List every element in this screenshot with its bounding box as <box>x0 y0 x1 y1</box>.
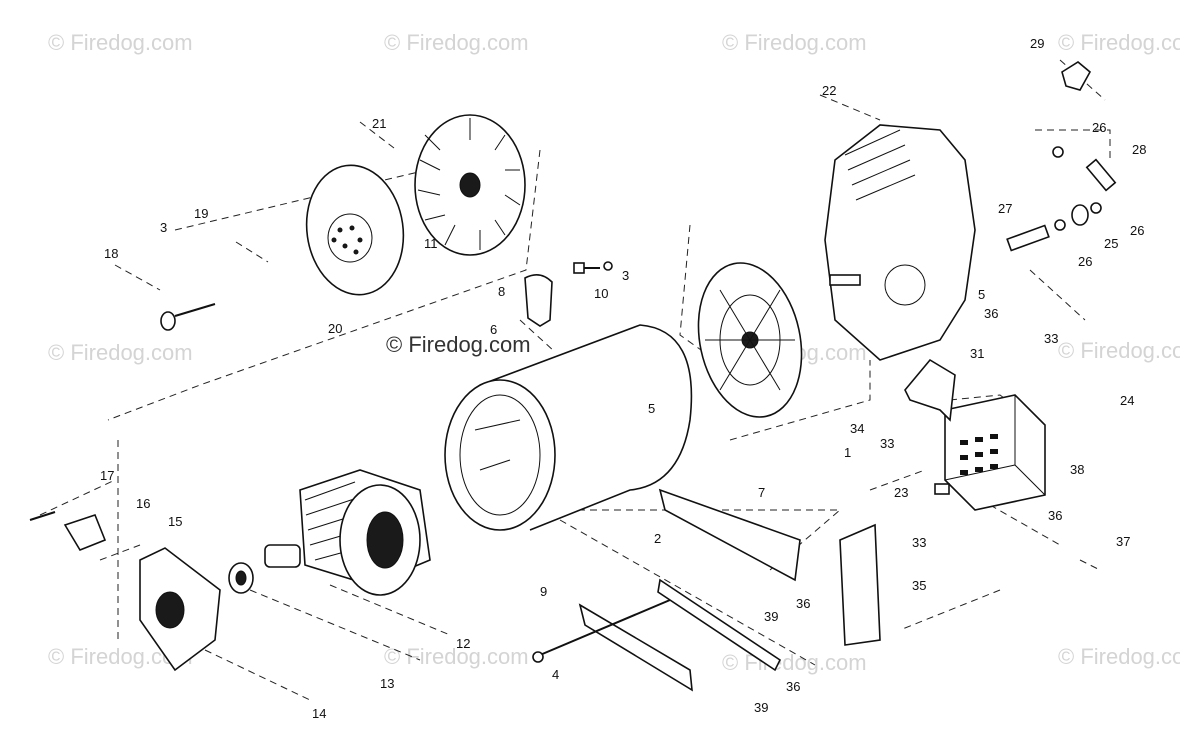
end-bell-plate <box>139 547 221 672</box>
callout-6: 6 <box>490 322 497 337</box>
callout-38: 38 <box>1070 462 1084 477</box>
callout-23: 23 <box>894 485 908 500</box>
brush-holder <box>29 511 107 551</box>
callout-21: 21 <box>372 116 386 131</box>
callout-2: 2 <box>654 531 661 546</box>
callout-36-c: 36 <box>796 596 810 611</box>
callout-11: 11 <box>424 236 438 251</box>
watermark-center: © Firedog.com <box>386 332 531 357</box>
callout-8: 8 <box>498 284 505 299</box>
screw-washer <box>573 261 613 274</box>
callout-15: 15 <box>168 514 182 529</box>
callout-10: 10 <box>594 286 608 301</box>
support-strap <box>658 488 801 582</box>
callout-26-c: 26 <box>1078 254 1092 269</box>
side-plate <box>839 523 881 646</box>
callout-33-c: 33 <box>912 535 926 550</box>
callout-26-a: 26 <box>1092 120 1106 135</box>
watermarks: © Firedog.com © Firedog.com © Firedog.co… <box>48 30 1180 675</box>
brush-bracket <box>524 274 553 327</box>
callout-36-d: 36 <box>786 679 800 694</box>
watermark-bottom-right: © Firedog.com <box>722 650 867 675</box>
watermark-top-left: © Firedog.com <box>48 30 193 55</box>
callout-22: 22 <box>822 83 836 98</box>
callout-35: 35 <box>912 578 926 593</box>
long-bolt <box>160 303 216 331</box>
callout-5-b: 5 <box>648 401 655 416</box>
callout-4: 4 <box>552 667 559 682</box>
callout-20: 20 <box>328 321 342 336</box>
cooling-fan <box>414 114 526 256</box>
callout-3-b: 3 <box>622 268 629 283</box>
leader-lines <box>39 59 1111 701</box>
callout-1: 1 <box>844 445 851 460</box>
callout-36-b: 36 <box>1048 508 1062 523</box>
callout-36-a: 36 <box>984 306 998 321</box>
callout-28: 28 <box>1132 142 1146 157</box>
callout-13: 13 <box>380 676 394 691</box>
watermark-mid-left: © Firedog.com <box>48 340 193 365</box>
callout-27: 27 <box>998 201 1012 216</box>
fuel-fitting <box>1061 61 1092 91</box>
callout-18: 18 <box>104 246 118 261</box>
callout-24: 24 <box>1120 393 1134 408</box>
mount-bracket <box>904 358 956 422</box>
control-box <box>934 394 1046 511</box>
callout-12: 12 <box>456 636 470 651</box>
callout-25: 25 <box>1104 236 1118 251</box>
watermark-top-right: © Firedog.com <box>722 30 867 55</box>
callout-5-a: 5 <box>978 287 985 302</box>
stator <box>264 469 431 596</box>
callout-16: 16 <box>136 496 150 511</box>
watermark-top-center: © Firedog.com <box>384 30 529 55</box>
engine <box>824 124 976 361</box>
callout-39-b: 39 <box>754 700 768 715</box>
callout-26-b: 26 <box>1130 223 1144 238</box>
callout-7: 7 <box>758 485 765 500</box>
callout-19: 19 <box>194 206 208 221</box>
watermark-top-far-right: © Firedog.com <box>1058 30 1180 55</box>
watermark-bottom-center: © Firedog.com <box>384 644 529 669</box>
fan-cover-disc <box>305 164 405 296</box>
callout-17: 17 <box>100 468 114 483</box>
callout-9: 9 <box>540 584 547 599</box>
generator-housing <box>444 324 693 531</box>
watermark-mid-far-right: © Firedog.com <box>1058 338 1180 363</box>
callout-39-a: 39 <box>764 609 778 624</box>
callout-34: 34 <box>850 421 864 436</box>
callout-29: 29 <box>1030 36 1044 51</box>
callout-3-a: 3 <box>160 220 167 235</box>
callout-33-a: 33 <box>1044 331 1058 346</box>
bearing <box>228 562 254 594</box>
callout-14: 14 <box>312 706 326 721</box>
callout-37: 37 <box>1116 534 1130 549</box>
callout-labels: 29 22 26 28 21 19 3 11 27 26 25 18 3 10 … <box>100 36 1146 721</box>
watermark-bottom-far-right: © Firedog.com <box>1058 644 1180 669</box>
adapter-plate <box>697 262 803 418</box>
callout-31: 31 <box>970 346 984 361</box>
callout-33-b: 33 <box>880 436 894 451</box>
base-rail <box>532 578 782 692</box>
pipe-assembly <box>1006 146 1117 252</box>
